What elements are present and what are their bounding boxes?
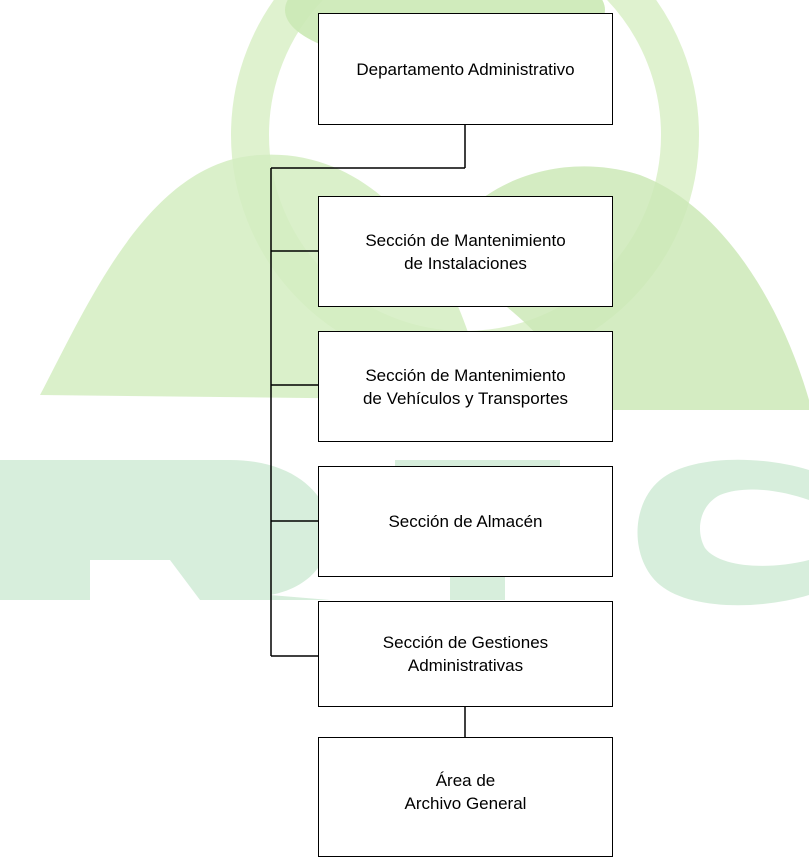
- node-label-line1: Sección de Almacén: [388, 510, 542, 533]
- node-label-line2: de Instalaciones: [365, 252, 565, 275]
- node-mantenimiento-instalaciones: Sección de Mantenimiento de Instalacione…: [318, 196, 613, 307]
- node-gestiones-administrativas: Sección de Gestiones Administrativas: [318, 601, 613, 707]
- node-mantenimiento-vehiculos: Sección de Mantenimiento de Vehículos y …: [318, 331, 613, 442]
- node-label-line1: Sección de Mantenimiento: [365, 229, 565, 252]
- node-label-line1: Departamento Administrativo: [356, 58, 574, 81]
- node-label-line2: Archivo General: [405, 792, 527, 815]
- node-archivo-general: Área de Archivo General: [318, 737, 613, 857]
- node-label-line1: Área de: [405, 769, 527, 792]
- node-label-line1: Sección de Mantenimiento: [363, 364, 568, 387]
- node-departamento-administrativo: Departamento Administrativo: [318, 13, 613, 125]
- node-almacen: Sección de Almacén: [318, 466, 613, 577]
- node-label-line1: Sección de Gestiones: [383, 631, 548, 654]
- node-label-line2: Administrativas: [383, 654, 548, 677]
- node-label-line2: de Vehículos y Transportes: [363, 387, 568, 410]
